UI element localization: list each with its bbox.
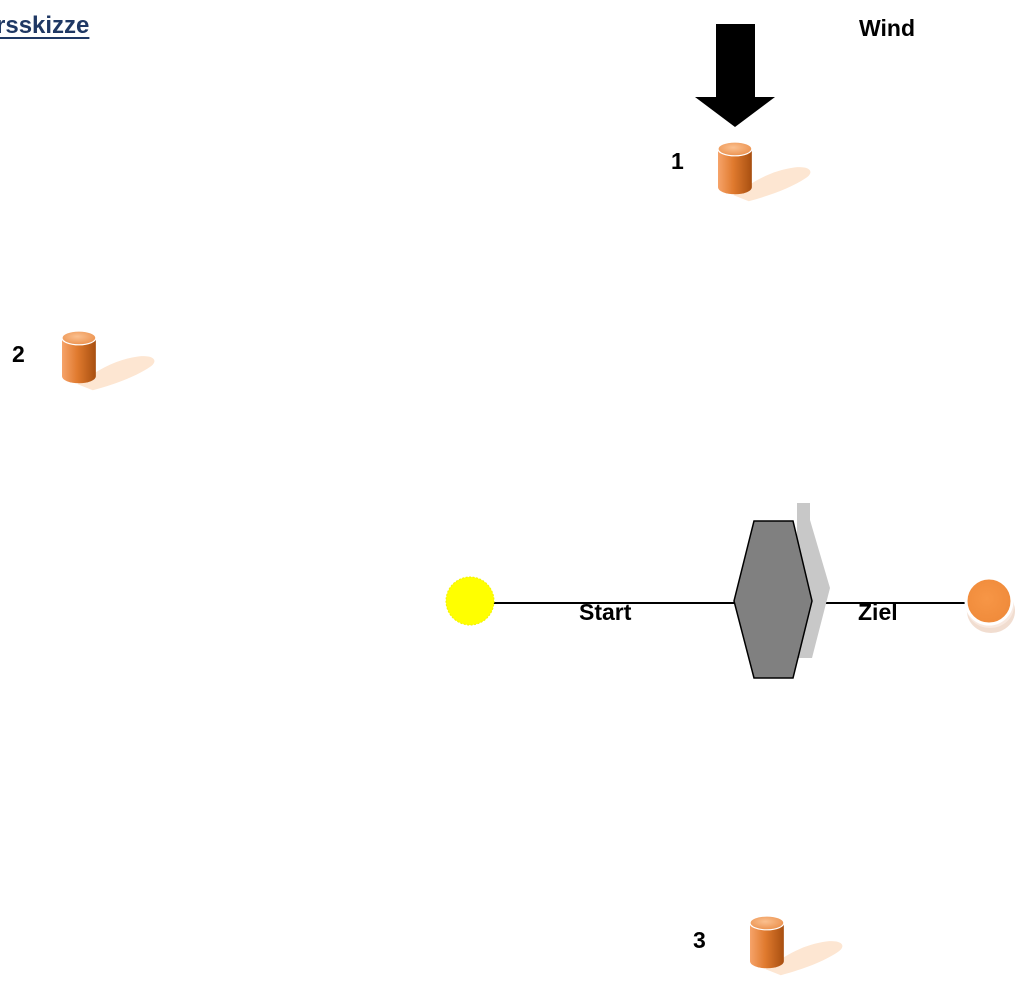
buoy-3-label: 3 <box>693 927 706 953</box>
start-buoy-icon <box>445 576 495 626</box>
wind-label: Wind <box>859 15 915 41</box>
buoy-2-icon <box>62 330 156 391</box>
buoy-2-label: 2 <box>12 341 25 367</box>
finish-buoy-icon <box>964 576 1014 626</box>
page-title: rsskizze <box>0 12 90 39</box>
buoy-3-icon <box>750 915 844 976</box>
wind-arrow-icon <box>695 24 775 127</box>
buoy-1-icon <box>718 141 812 202</box>
buoy-1-label: 1 <box>671 148 684 174</box>
committee-boat-icon <box>733 520 813 679</box>
